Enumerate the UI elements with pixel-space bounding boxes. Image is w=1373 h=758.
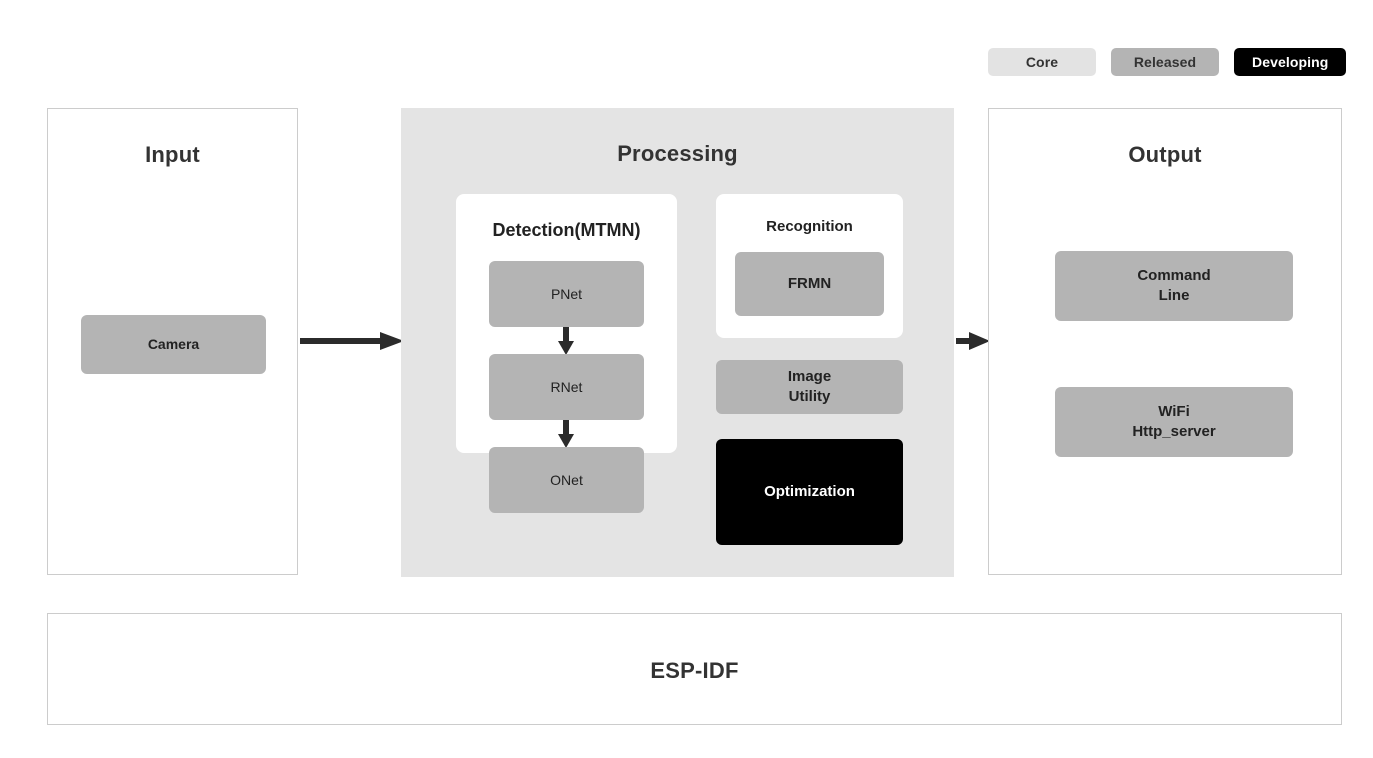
node-camera-label: Camera xyxy=(147,336,200,353)
arrow-pnet-to-rnet xyxy=(557,327,575,355)
node-optimization[interactable]: Optimization xyxy=(716,439,903,545)
panel-esp-idf: ESP-IDF xyxy=(47,613,1342,725)
panel-output: Output Command Line WiFi Http_server xyxy=(988,108,1342,575)
node-rnet-label: RNet xyxy=(550,378,583,395)
legend-label-developing: Developing xyxy=(1252,54,1329,70)
legend-item-released[interactable]: Released xyxy=(1111,48,1219,76)
node-command-line[interactable]: Command Line xyxy=(1055,251,1293,321)
legend: Core Released Developing xyxy=(988,48,1347,76)
panel-esp-idf-title: ESP-IDF xyxy=(650,658,739,683)
legend-label-released: Released xyxy=(1133,54,1197,70)
node-onet[interactable]: ONet xyxy=(489,447,644,513)
node-camera[interactable]: Camera xyxy=(81,315,266,374)
arrow-processing-to-output xyxy=(956,327,990,355)
node-optimization-label: Optimization xyxy=(764,483,855,501)
arrow-input-to-processing xyxy=(300,327,404,355)
node-rnet[interactable]: RNet xyxy=(489,354,644,420)
node-onet-label: ONet xyxy=(550,471,583,488)
node-command-line-label: Command Line xyxy=(1137,267,1211,304)
card-detection-title: Detection(MTMN) xyxy=(492,220,641,240)
node-pnet-label: PNet xyxy=(550,285,583,302)
panel-input: Input Camera xyxy=(47,108,298,575)
panel-input-title: Input xyxy=(145,142,200,167)
card-recognition-title: Recognition xyxy=(766,218,853,235)
node-wifi-http-server[interactable]: WiFi Http_server xyxy=(1055,387,1293,457)
node-image-utility-label: Image Utility xyxy=(787,368,832,405)
card-detection: Detection(MTMN) PNet RNet ON xyxy=(456,194,677,513)
panel-processing: Processing Detection(MTMN) PNet RNet xyxy=(401,108,954,577)
panel-output-title: Output xyxy=(1128,142,1202,167)
legend-item-core[interactable]: Core xyxy=(988,48,1096,76)
card-recognition: Recognition FRMN xyxy=(716,194,903,338)
node-pnet[interactable]: PNet xyxy=(489,261,644,327)
node-frmn[interactable]: FRMN xyxy=(735,252,884,316)
node-frmn-label: FRMN xyxy=(787,275,832,293)
node-image-utility[interactable]: Image Utility xyxy=(716,360,903,414)
legend-label-core: Core xyxy=(1025,54,1059,70)
panel-processing-title: Processing xyxy=(617,141,738,166)
arrow-rnet-to-onet xyxy=(557,420,575,448)
legend-item-developing[interactable]: Developing xyxy=(1234,48,1347,76)
node-wifi-http-server-label: WiFi Http_server xyxy=(1132,403,1216,440)
